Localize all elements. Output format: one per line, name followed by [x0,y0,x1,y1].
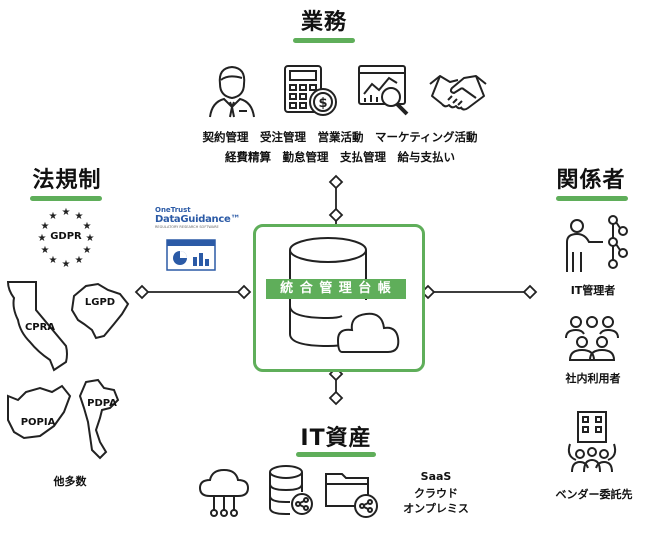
vendors-label: ベンダー委託先 [555,488,633,501]
svg-text:★: ★ [38,233,47,244]
handshake-icon [429,75,487,111]
business-tasks-line2: 経費精算 勤怠管理 支払管理 給与支払い [225,150,455,164]
brazil-map-icon [70,282,130,340]
connector-diamond [522,284,538,300]
business-underline [293,38,355,43]
svg-text:★: ★ [83,245,92,256]
popia-label: POPIA [20,417,56,428]
svg-text:★: ★ [62,207,71,218]
connector-diamond [134,284,150,300]
dashboard-window-icon [166,239,216,271]
calculator-dollar-icon: $ [284,65,337,116]
internal-users-label: 社内利用者 [565,372,621,385]
connector-diamond [328,390,344,406]
cpra-label: CPRA [24,322,56,333]
logo-brand-top: OneTrust [155,206,191,214]
svg-text:★: ★ [41,221,50,232]
regulations-heading: 法規制 [32,168,102,193]
businessman-icon [209,65,255,118]
svg-text:★: ★ [75,211,84,222]
svg-text:★: ★ [49,255,58,266]
connector-diamond [328,207,344,223]
south-africa-map-icon [7,384,72,440]
cloud-network-icon [198,468,250,517]
lgpd-label: LGPD [84,297,116,308]
internal-users-group-icon [565,316,619,361]
central-ledger-label: 統 合 管 理 台 帳 [266,279,406,299]
logo-brand-main: DataGuidance™ [155,214,241,225]
folder-share-icon [325,473,378,518]
svg-text:★: ★ [75,255,84,266]
onetrust-logo: OneTrust DataGuidance™ REGULATORY RESEAR… [155,206,245,229]
logo-brand-sub: REGULATORY RESEARCH SOFTWARE [155,225,219,229]
it-assets-heading: IT資産 [300,426,372,451]
svg-text:★: ★ [49,211,58,222]
business-heading: 業務 [300,10,347,35]
gdpr-stars-icon: ★★★ ★★★ ★★★ ★★★ [38,207,95,270]
svg-text:$: $ [318,96,327,111]
connector-diamond [236,284,252,300]
business-tasks-line1: 契約管理 受注管理 営業活動 マーケティング活動 [202,130,478,144]
stakeholders-heading: 関係者 [556,168,626,193]
thailand-map-icon [78,378,120,460]
svg-text:★: ★ [41,245,50,256]
analytics-magnifier-icon [358,65,409,116]
it-asset-type-cloud: クラウド [414,487,458,500]
it-assets-underline [296,452,376,457]
server-share-icon [269,465,313,515]
it-admin-presenter-icon [566,215,628,272]
svg-text:★: ★ [86,233,95,244]
gdpr-label: GDPR [50,231,82,242]
pdpa-label: PDPA [87,398,117,409]
california-map-icon [6,281,68,372]
more-regulations-label: 他多数 [53,475,87,488]
it-asset-type-saas: SaaS [420,470,452,483]
vendor-building-icon [567,411,617,473]
it-admin-label: IT管理者 [570,284,616,297]
svg-text:★: ★ [62,259,71,270]
stakeholders-underline [556,196,628,201]
it-asset-type-onprem: オンプレミス [403,502,469,515]
svg-text:★: ★ [83,221,92,232]
regulations-underline [30,196,102,201]
connector-diamond [328,174,344,190]
